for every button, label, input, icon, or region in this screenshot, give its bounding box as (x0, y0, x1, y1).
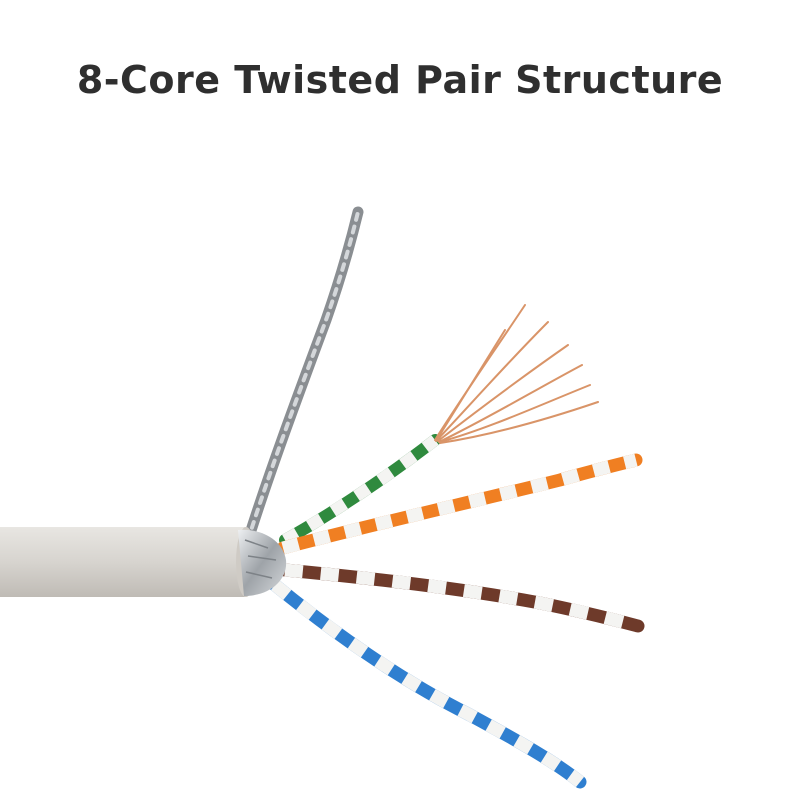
page-title: 8-Core Twisted Pair Structure (76, 58, 724, 102)
foil-shield (238, 529, 287, 596)
green-white-pair (279, 434, 441, 546)
drain-wire (242, 206, 364, 546)
orange-white-pair (276, 453, 643, 555)
exposed-copper-strands (434, 304, 599, 444)
brown-white-pair (278, 563, 645, 633)
cable-jacket (0, 527, 256, 597)
blue-white-pair (268, 578, 587, 789)
